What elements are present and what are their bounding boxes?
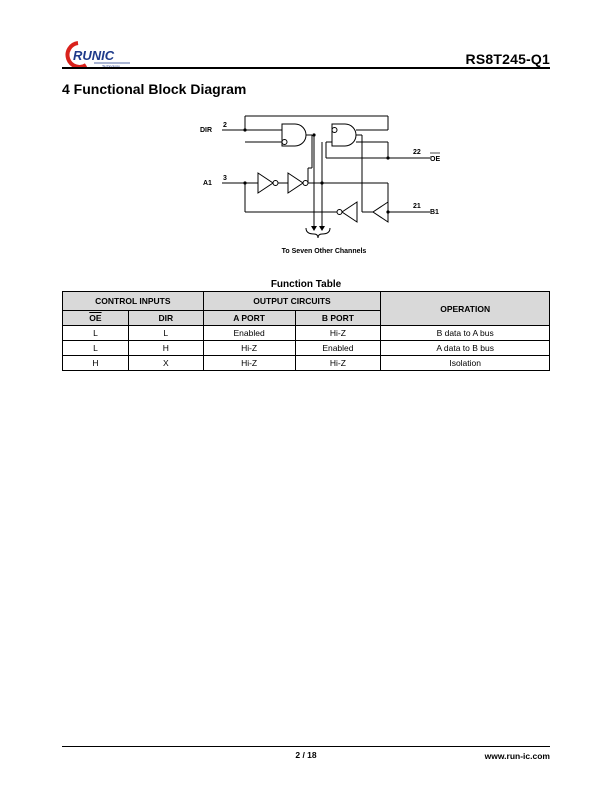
oe-cell: L	[62, 340, 129, 356]
channels-note: To Seven Other Channels	[282, 248, 367, 255]
table-title: Function Table	[270, 279, 342, 290]
operation-header: OPERATION	[380, 291, 550, 326]
runic-logo: RUNIC Technology	[65, 41, 130, 69]
operation-cell: A data to B bus	[380, 340, 550, 356]
footer-rule	[62, 746, 550, 747]
b-port-cell: Enabled	[294, 340, 382, 356]
operation-cell: B data to A bus	[380, 325, 550, 341]
b-port-cell: Hi-Z	[294, 355, 382, 371]
table-row: H X Hi-Z Hi-Z Isolation	[62, 355, 550, 371]
control-inputs-header: CONTROL INPUTS	[62, 291, 204, 311]
dir-cell: L	[127, 325, 204, 341]
logo-subtext: Technology	[102, 65, 120, 69]
function-table: CONTROL INPUTS OUTPUT CIRCUITS OPERATION…	[62, 291, 550, 371]
a-port-cell: Enabled	[202, 325, 296, 341]
oe-label: OE	[430, 156, 440, 163]
logo-text: RUNIC	[73, 48, 115, 63]
dir-cell: X	[127, 355, 204, 371]
b-port-cell: Hi-Z	[294, 325, 382, 341]
dir-label: DIR	[200, 127, 212, 134]
block-diagram: DIR 2 A1 3 22 OE 21 B1 To Seven Other Ch…	[200, 115, 440, 255]
dir-pin-label: 2	[223, 122, 227, 129]
oe-pin-label: 22	[413, 149, 421, 156]
website-link[interactable]: www.run-ic.com	[484, 751, 550, 761]
a1-pin-label: 3	[223, 175, 227, 182]
a-port-cell: Hi-Z	[202, 355, 296, 371]
table-row: L L Enabled Hi-Z B data to A bus	[62, 325, 550, 341]
header-rule	[62, 67, 550, 69]
table-row: L H Hi-Z Enabled A data to B bus	[62, 340, 550, 356]
output-circuits-header: OUTPUT CIRCUITS	[202, 291, 382, 311]
b1-pin-label: 21	[413, 203, 421, 210]
a1-label: A1	[203, 180, 212, 187]
section-title: 4 Functional Block Diagram	[62, 81, 247, 97]
oe-column-header: OE	[62, 310, 129, 326]
a-port-cell: Hi-Z	[202, 340, 296, 356]
part-number: RS8T245-Q1	[465, 51, 550, 67]
dir-cell: H	[127, 340, 204, 356]
dir-column-header: DIR	[127, 310, 204, 326]
b-port-column-header: B PORT	[294, 310, 382, 326]
page-number: 2 / 18	[295, 750, 317, 760]
oe-cell: H	[62, 355, 129, 371]
oe-cell: L	[62, 325, 129, 341]
operation-cell: Isolation	[380, 355, 550, 371]
b1-label: B1	[430, 209, 439, 216]
a-port-column-header: A PORT	[202, 310, 296, 326]
